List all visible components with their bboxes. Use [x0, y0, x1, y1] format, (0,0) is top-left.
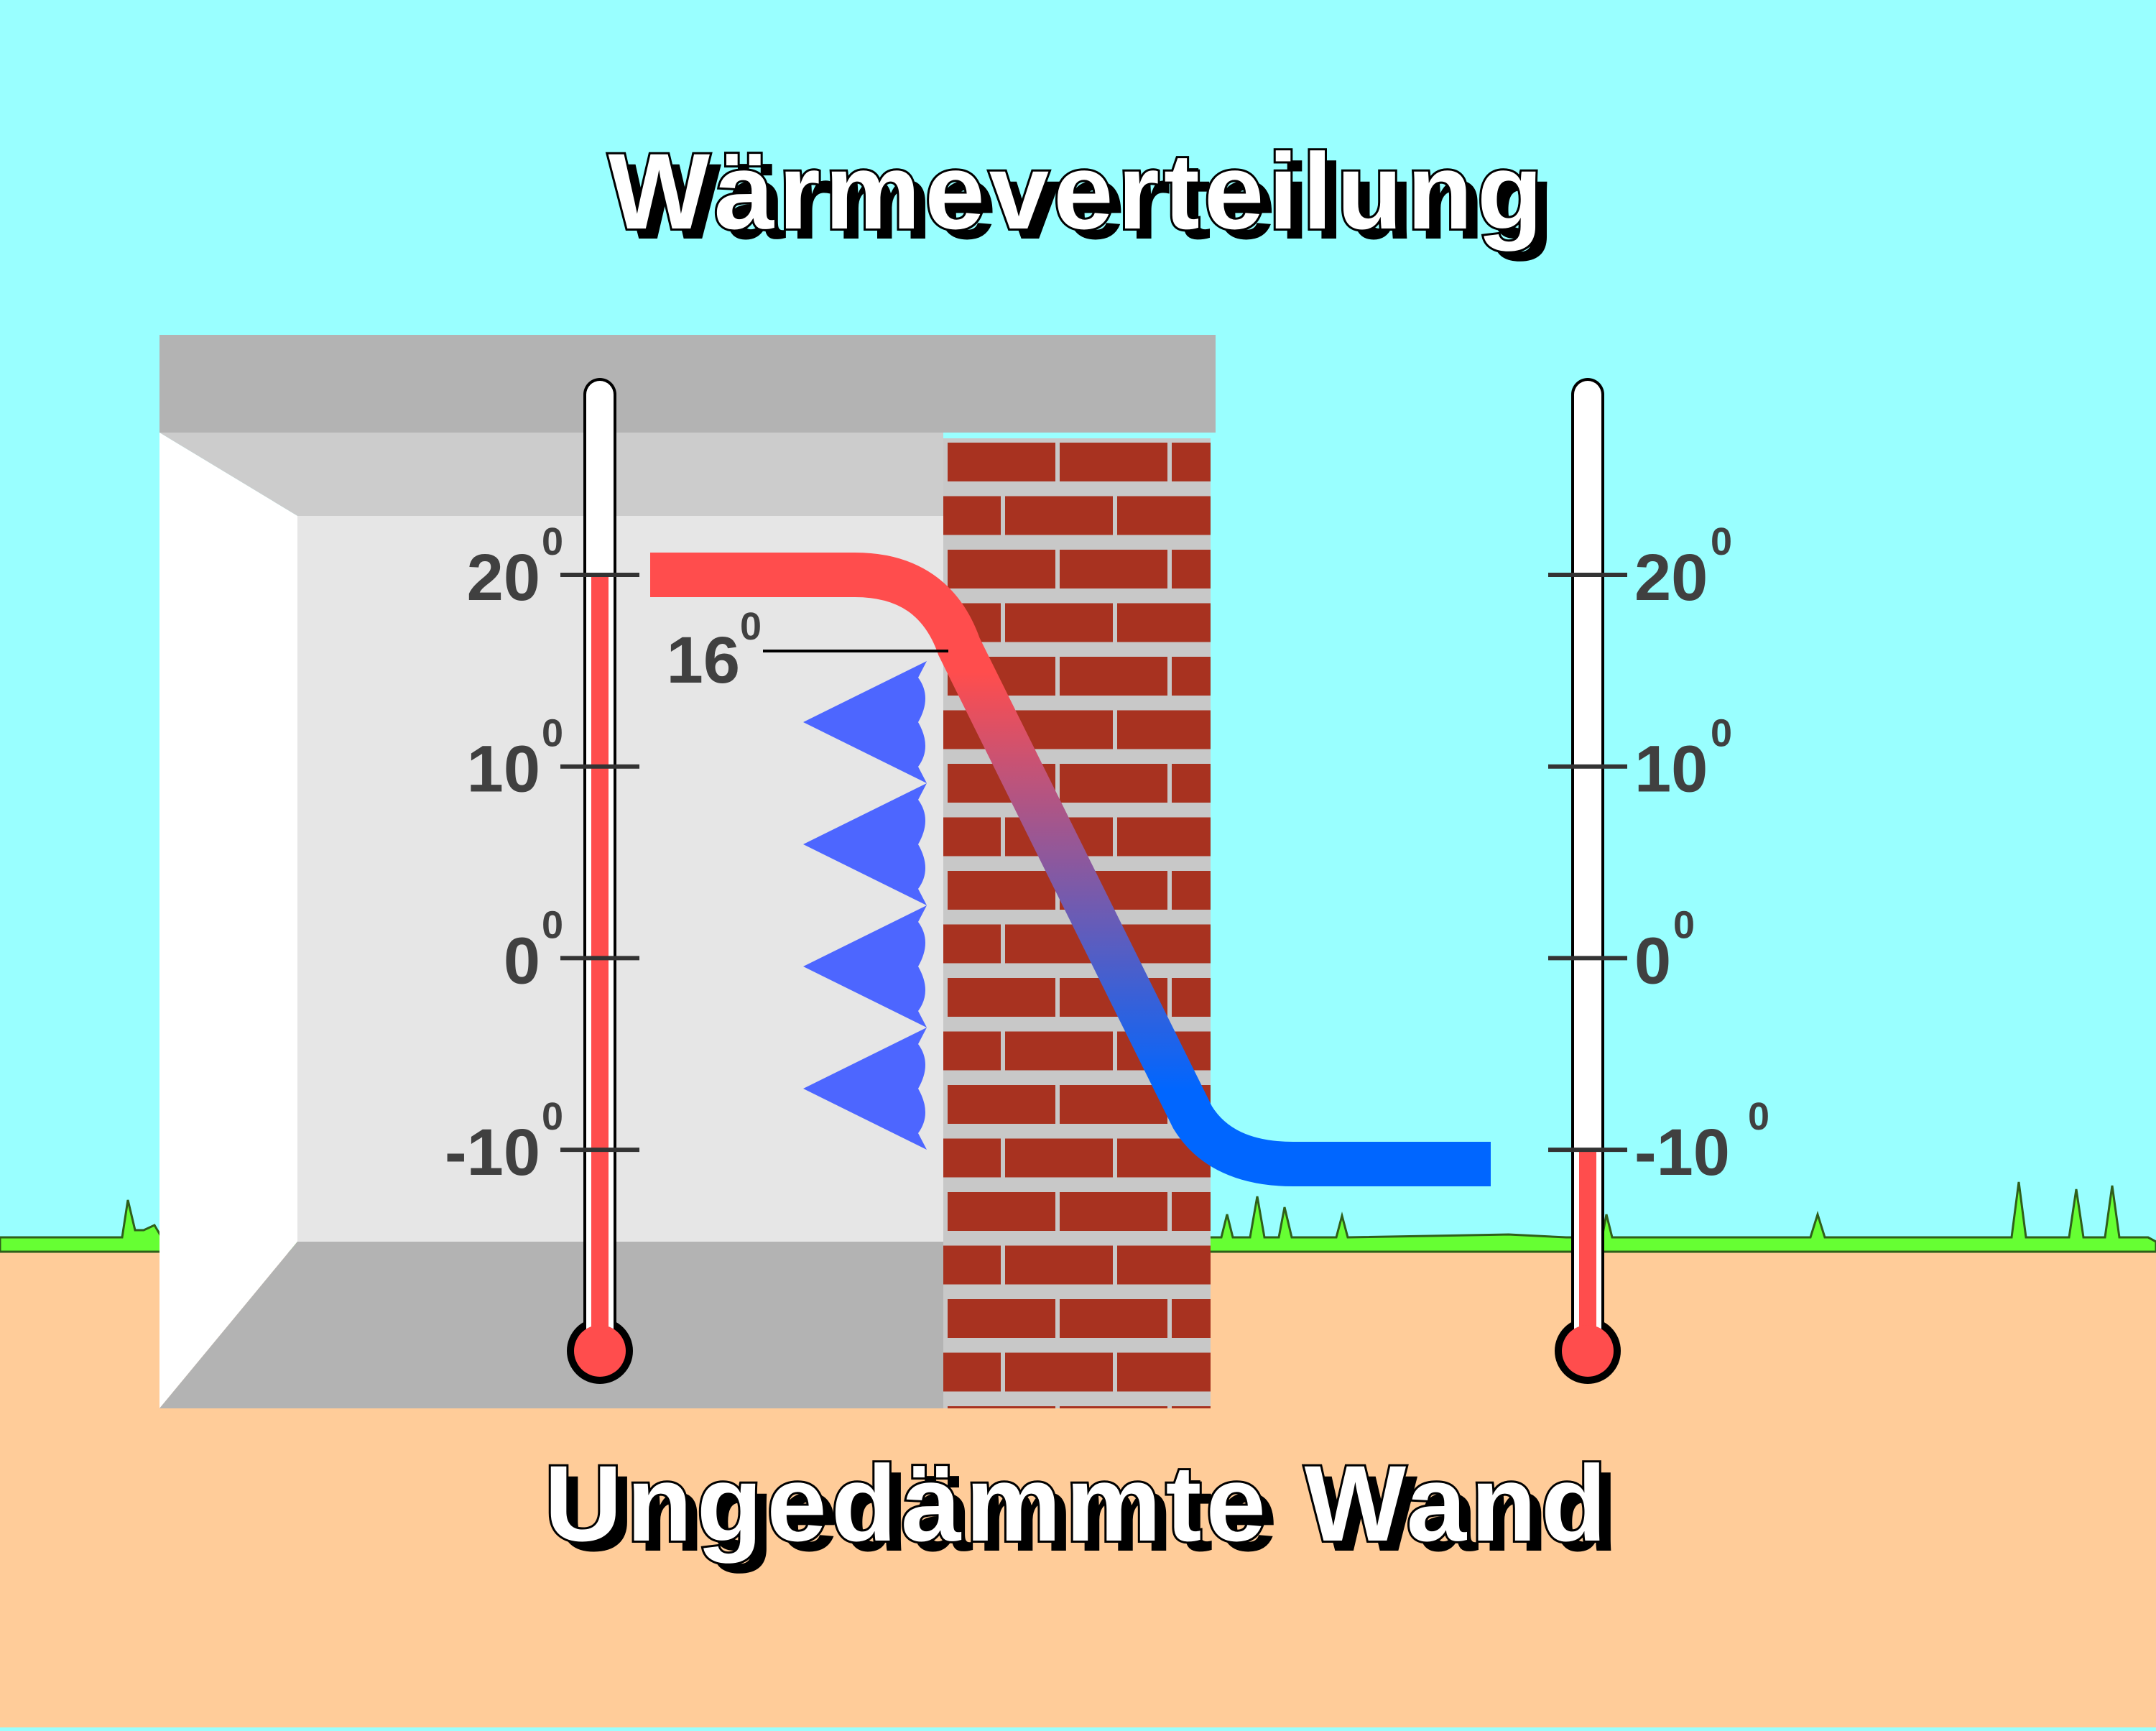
brick: [1117, 1352, 1211, 1392]
room-ceiling: [159, 335, 1216, 433]
title: Wärmeverteilung: [609, 131, 1547, 251]
brick: [943, 1031, 1001, 1071]
thermometer-tick-degree: 0: [1711, 520, 1732, 563]
brick: [1060, 764, 1167, 803]
thermometer-tick-label: 10: [467, 733, 540, 806]
brick: [1005, 1245, 1113, 1285]
brick: [1172, 550, 1211, 588]
brick: [948, 1085, 1055, 1124]
brick: [943, 1245, 1001, 1285]
brick: [1005, 496, 1113, 535]
brick: [943, 1138, 1001, 1178]
brick: [943, 817, 1001, 857]
brick: [948, 871, 1055, 910]
title-shadow: Wärmeverteilung: [620, 141, 1559, 262]
wall-surface-annotation: 16 0: [667, 605, 948, 697]
room-floor: [159, 1242, 943, 1408]
brick: [1005, 603, 1113, 642]
thermometer-tick-label: -10: [445, 1116, 540, 1189]
subtitle: Ungedämmte Wand: [545, 1443, 1611, 1564]
thermometer-bulb: [1562, 1325, 1614, 1377]
thermometer-bulb: [574, 1325, 626, 1377]
room-ceiling-inner: [159, 433, 943, 516]
brick: [1172, 657, 1211, 696]
brick: [1060, 1406, 1167, 1408]
brick: [1117, 710, 1211, 749]
thermometer-mercury: [591, 575, 609, 1351]
subtitle-shadow: Ungedämmte Wand: [556, 1453, 1623, 1574]
brick: [1060, 1299, 1167, 1338]
thermometer-tick-label: 20: [467, 541, 540, 614]
brick: [1172, 1299, 1211, 1338]
heat-loss-arrows: [803, 661, 927, 1150]
heat-loss-arrow: [803, 661, 927, 783]
brick: [948, 1406, 1055, 1408]
brick: [948, 1192, 1055, 1231]
brick: [1060, 443, 1167, 481]
heat-loss-arrow: [803, 905, 927, 1028]
room-left-wall: [159, 433, 297, 1408]
brick: [1005, 1031, 1113, 1071]
brick: [1172, 1406, 1211, 1408]
thermometer-tube: [1574, 381, 1601, 1351]
thermometer-tick-degree: 0: [542, 1095, 563, 1138]
heat-loss-arrow: [803, 1028, 927, 1150]
thermometer-tick-degree: 0: [542, 520, 563, 563]
thermometer-tick-degree: 0: [1711, 712, 1732, 755]
thermometer-tick-label: 20: [1634, 541, 1708, 614]
thermometer-tick-label: 0: [1634, 924, 1671, 997]
thermometer-tick-label: 0: [504, 924, 540, 997]
thermometer-tick-degree: 0: [542, 903, 563, 946]
temperature-profile-curve: [650, 553, 1491, 1186]
brick: [1117, 496, 1211, 535]
thermometer-tick-label: -10: [1634, 1116, 1730, 1189]
brick: [1117, 817, 1211, 857]
brick: [1117, 603, 1211, 642]
brick: [1060, 550, 1167, 588]
brick: [948, 1299, 1055, 1338]
brick: [943, 924, 1001, 964]
wall-surface-temperature: 16: [667, 624, 740, 697]
thermometer-tick-degree: 0: [1673, 903, 1695, 946]
brick: [1117, 1245, 1211, 1285]
brick: [1060, 1192, 1167, 1231]
brick: [1172, 443, 1211, 481]
brick: [1005, 1138, 1113, 1178]
brick: [948, 443, 1055, 481]
brick: [1005, 1352, 1113, 1392]
brick: [1172, 871, 1211, 910]
brick: [1060, 1085, 1167, 1124]
brick: [1060, 657, 1167, 696]
brick: [1172, 978, 1211, 1017]
thermometer-mercury: [1579, 1150, 1596, 1351]
heat-loss-arrow: [803, 783, 927, 905]
room-back-wall: [297, 516, 943, 1242]
thermometer-tick-degree: 0: [1748, 1095, 1769, 1138]
brick: [943, 1352, 1001, 1392]
thermometer-tick-degree: 0: [542, 712, 563, 755]
thermometer-tick-label: 10: [1634, 733, 1708, 806]
wall-surface-degree: 0: [740, 605, 762, 648]
brick: [948, 978, 1055, 1017]
room: [159, 335, 1216, 1408]
brick: [943, 496, 1001, 535]
brick: [948, 550, 1055, 588]
brick: [1172, 1192, 1211, 1231]
brick: [1172, 764, 1211, 803]
